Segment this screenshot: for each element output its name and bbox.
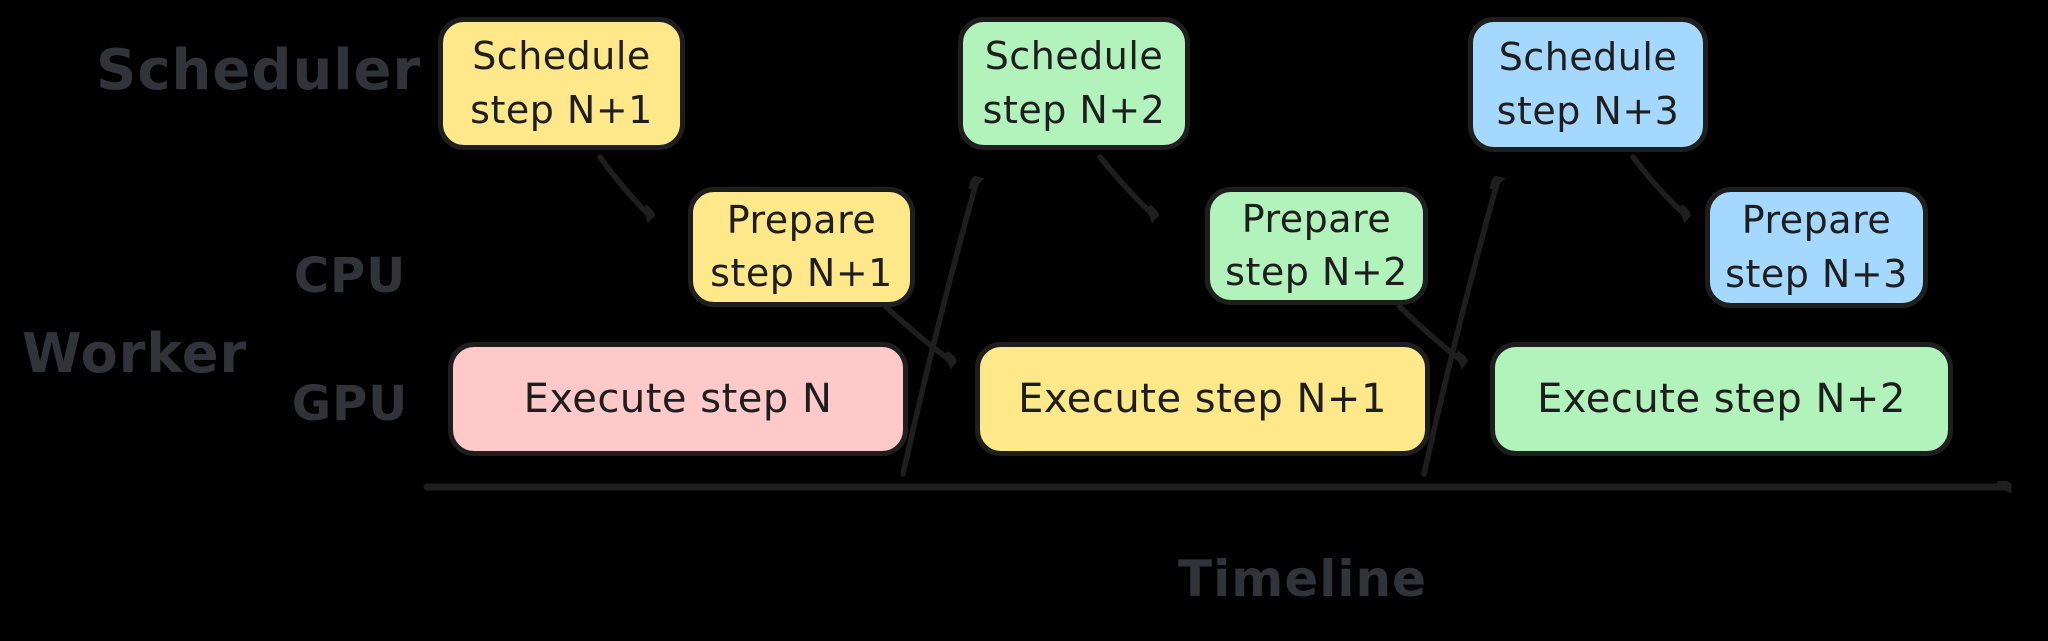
node-label-line: Execute step N xyxy=(523,376,833,422)
node-label-line: Prepare xyxy=(1241,196,1392,241)
node-execute-step-n: Execute step N xyxy=(448,342,908,456)
gpu-row-label: GPU xyxy=(291,376,409,432)
scheduler-row-label: Scheduler xyxy=(96,38,422,103)
node-label-line: step N+2 xyxy=(982,87,1166,132)
node-schedule-step-n3: Schedule step N+3 xyxy=(1468,17,1708,152)
node-prepare-step-n1: Prepare step N+1 xyxy=(688,187,915,307)
edge-schedule3-prepare3 xyxy=(1630,154,1686,216)
node-label-line: Execute step N+2 xyxy=(1537,376,1906,422)
node-label-line: step N+1 xyxy=(470,87,653,132)
node-prepare-step-n2: Prepare step N+2 xyxy=(1205,187,1428,305)
cpu-row-label: CPU xyxy=(293,248,407,304)
edge-schedule1-prepare1 xyxy=(597,154,650,216)
node-label-line: Prepare xyxy=(1741,198,1892,243)
node-execute-step-n2: Execute step N+2 xyxy=(1490,342,1953,456)
edge-schedule2-prepare2 xyxy=(1097,154,1154,216)
node-label-line: step N+1 xyxy=(710,251,893,295)
node-schedule-step-n2: Schedule step N+2 xyxy=(958,17,1190,150)
node-label-line: Schedule xyxy=(472,34,651,79)
node-label-line: Execute step N+1 xyxy=(1018,376,1387,422)
node-label-line: step N+3 xyxy=(1725,251,1908,296)
node-label-line: step N+3 xyxy=(1496,88,1680,133)
node-label-line: Schedule xyxy=(1498,35,1678,80)
node-label-line: step N+2 xyxy=(1225,250,1408,294)
edge-execute1-schedule3 xyxy=(1421,180,1498,477)
node-execute-step-n1: Execute step N+1 xyxy=(975,342,1430,456)
node-label-line: Prepare xyxy=(726,197,877,242)
node-prepare-step-n3: Prepare step N+3 xyxy=(1705,187,1928,308)
node-schedule-step-n1: Schedule step N+1 xyxy=(438,17,685,150)
worker-row-label: Worker xyxy=(22,322,248,385)
node-label-line: Schedule xyxy=(984,34,1164,79)
timeline-axis-label: Timeline xyxy=(1178,550,1428,608)
